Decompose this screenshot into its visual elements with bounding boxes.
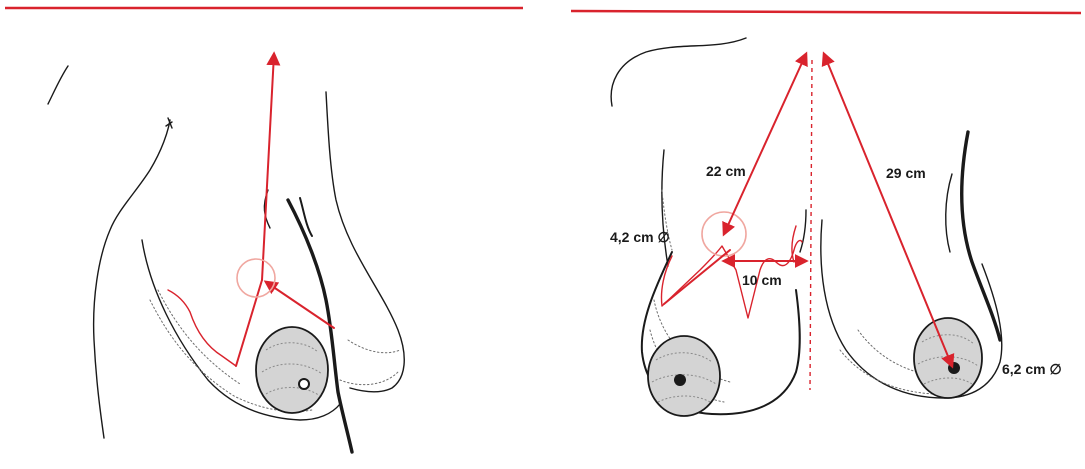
right-upper-left-outline [792,226,796,262]
distance-arrow-22cm [724,54,806,234]
label-22cm: 22 cm [706,163,746,179]
midline [810,60,812,390]
right-areola-left-breast [648,336,720,416]
label-10cm: 10 cm [742,272,782,288]
right-panel-right-nipple [948,362,960,374]
left-areola [256,327,328,413]
right-panel: 22 cm 29 cm 4,2 cm ∅ 10 cm 6,2 cm ∅ [571,11,1081,416]
left-nipple [299,379,309,389]
label-29cm: 29 cm [886,165,926,181]
left-panel [5,8,523,452]
right-panel-left-nipple [674,374,686,386]
left-markings [168,54,334,366]
left-new-nipple-position [237,259,275,297]
left-body-outline [48,66,404,452]
distance-arrow-29cm [824,54,952,366]
label-6-2cm-diameter: 6,2 cm ∅ [1002,361,1062,377]
right-header-rule [571,11,1081,13]
label-4-2cm-diameter: 4,2 cm ∅ [610,229,670,245]
left-resection-outline [168,290,236,366]
right-markings [661,54,952,366]
left-vertical-arrow [262,54,274,280]
inframammary-link [664,250,730,304]
